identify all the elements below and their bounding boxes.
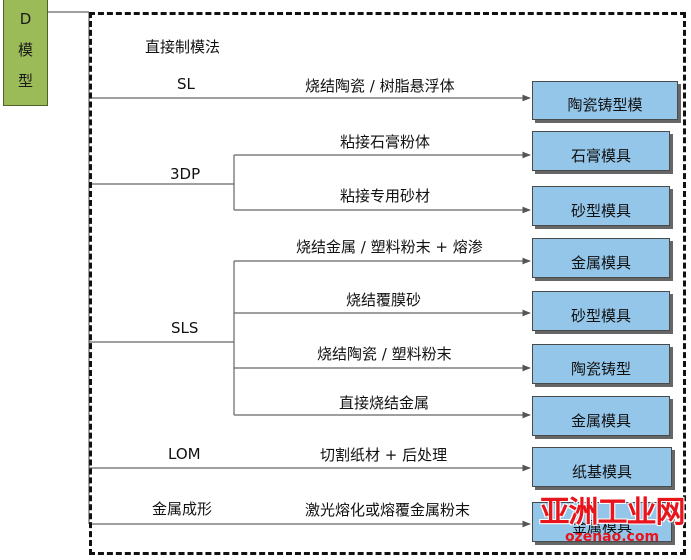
operation-label: 切割纸材 + 后处理 — [320, 446, 448, 464]
result-box: 陶瓷铸型 — [532, 344, 670, 384]
result-box: 陶瓷铸型模 — [532, 81, 678, 120]
watermark-title: 亚洲工业网 — [539, 495, 686, 530]
process-sls: SLS — [171, 319, 199, 337]
watermark-logo: 亚洲工业网 ozenao.com — [533, 487, 691, 560]
result-box: 石膏模具 — [532, 131, 670, 171]
operation-label: 直接烧结金属 — [339, 394, 430, 412]
d-model-box: D 模 型 — [3, 0, 48, 106]
result-box: 金属模具 — [532, 396, 670, 436]
heading-direct-molding: 直接制模法 — [145, 38, 221, 56]
process-lom: LOM — [168, 445, 201, 463]
operation-label: 粘接专用砂材 — [340, 187, 431, 205]
operation-label: 烧结覆膜砂 — [346, 291, 422, 309]
result-box: 砂型模具 — [532, 291, 670, 331]
operation-label: 烧结陶瓷 / 树脂悬浮体 — [305, 77, 455, 95]
operation-label: 烧结陶瓷 / 塑料粉末 — [317, 345, 452, 363]
result-box: 金属模具 — [532, 502, 672, 542]
operation-label: 粘接石膏粉体 — [340, 133, 431, 151]
d-model-char-2: 模 — [17, 41, 33, 59]
result-box: 纸基模具 — [532, 447, 672, 487]
d-model-char-1: D — [19, 10, 32, 28]
watermark-url: ozenao.com — [564, 529, 660, 545]
result-box: 金属模具 — [532, 238, 670, 278]
direct-molding-frame — [89, 12, 686, 555]
process-metal-forming: 金属成形 — [152, 500, 213, 518]
operation-label: 激光熔化或熔覆金属粉末 — [305, 501, 471, 519]
d-model-char-3: 型 — [17, 72, 33, 90]
process-sl: SL — [177, 75, 195, 93]
operation-label: 烧结金属 / 塑料粉末 + 熔渗 — [296, 238, 483, 256]
process-3dp: 3DP — [170, 165, 201, 183]
result-box: 砂型模具 — [532, 186, 670, 226]
